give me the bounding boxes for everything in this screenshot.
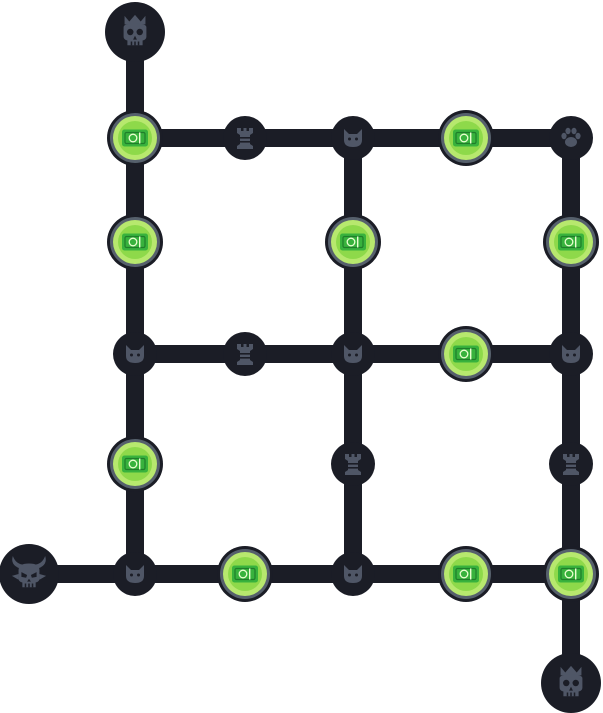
map-node-coin[interactable] <box>217 546 273 602</box>
map-node-coin[interactable] <box>438 110 494 166</box>
money-icon <box>232 565 258 583</box>
money-icon <box>122 129 148 147</box>
map-node-coin[interactable] <box>107 436 163 492</box>
map-node-cat[interactable] <box>549 332 593 376</box>
map-node-rook[interactable] <box>549 442 593 486</box>
map-node-coin[interactable] <box>543 214 599 270</box>
map-node-paw[interactable] <box>549 116 593 160</box>
map-node-cat[interactable] <box>113 552 157 596</box>
map-node-coin[interactable] <box>107 110 163 166</box>
map-node-coin[interactable] <box>107 214 163 270</box>
map-node-coin[interactable] <box>438 546 494 602</box>
map-node-cat[interactable] <box>331 332 375 376</box>
map-node-coin[interactable] <box>438 326 494 382</box>
map-node-rook[interactable] <box>223 116 267 160</box>
money-icon <box>558 233 584 251</box>
money-icon <box>558 565 584 583</box>
money-icon <box>453 565 479 583</box>
map-node-coin[interactable] <box>325 214 381 270</box>
map-node-skull-crown[interactable] <box>541 653 601 713</box>
money-icon <box>453 129 479 147</box>
money-icon <box>122 455 148 473</box>
map-node-rook[interactable] <box>223 332 267 376</box>
map-node-coin[interactable] <box>543 546 599 602</box>
map-node-cat[interactable] <box>331 116 375 160</box>
map-node-rook[interactable] <box>331 442 375 486</box>
map-node-horned-skull[interactable] <box>0 544 59 604</box>
money-icon <box>453 345 479 363</box>
money-icon <box>340 233 366 251</box>
map-node-cat[interactable] <box>331 552 375 596</box>
map-node-skull-crown[interactable] <box>105 2 165 62</box>
money-icon <box>122 233 148 251</box>
map-node-cat[interactable] <box>113 332 157 376</box>
